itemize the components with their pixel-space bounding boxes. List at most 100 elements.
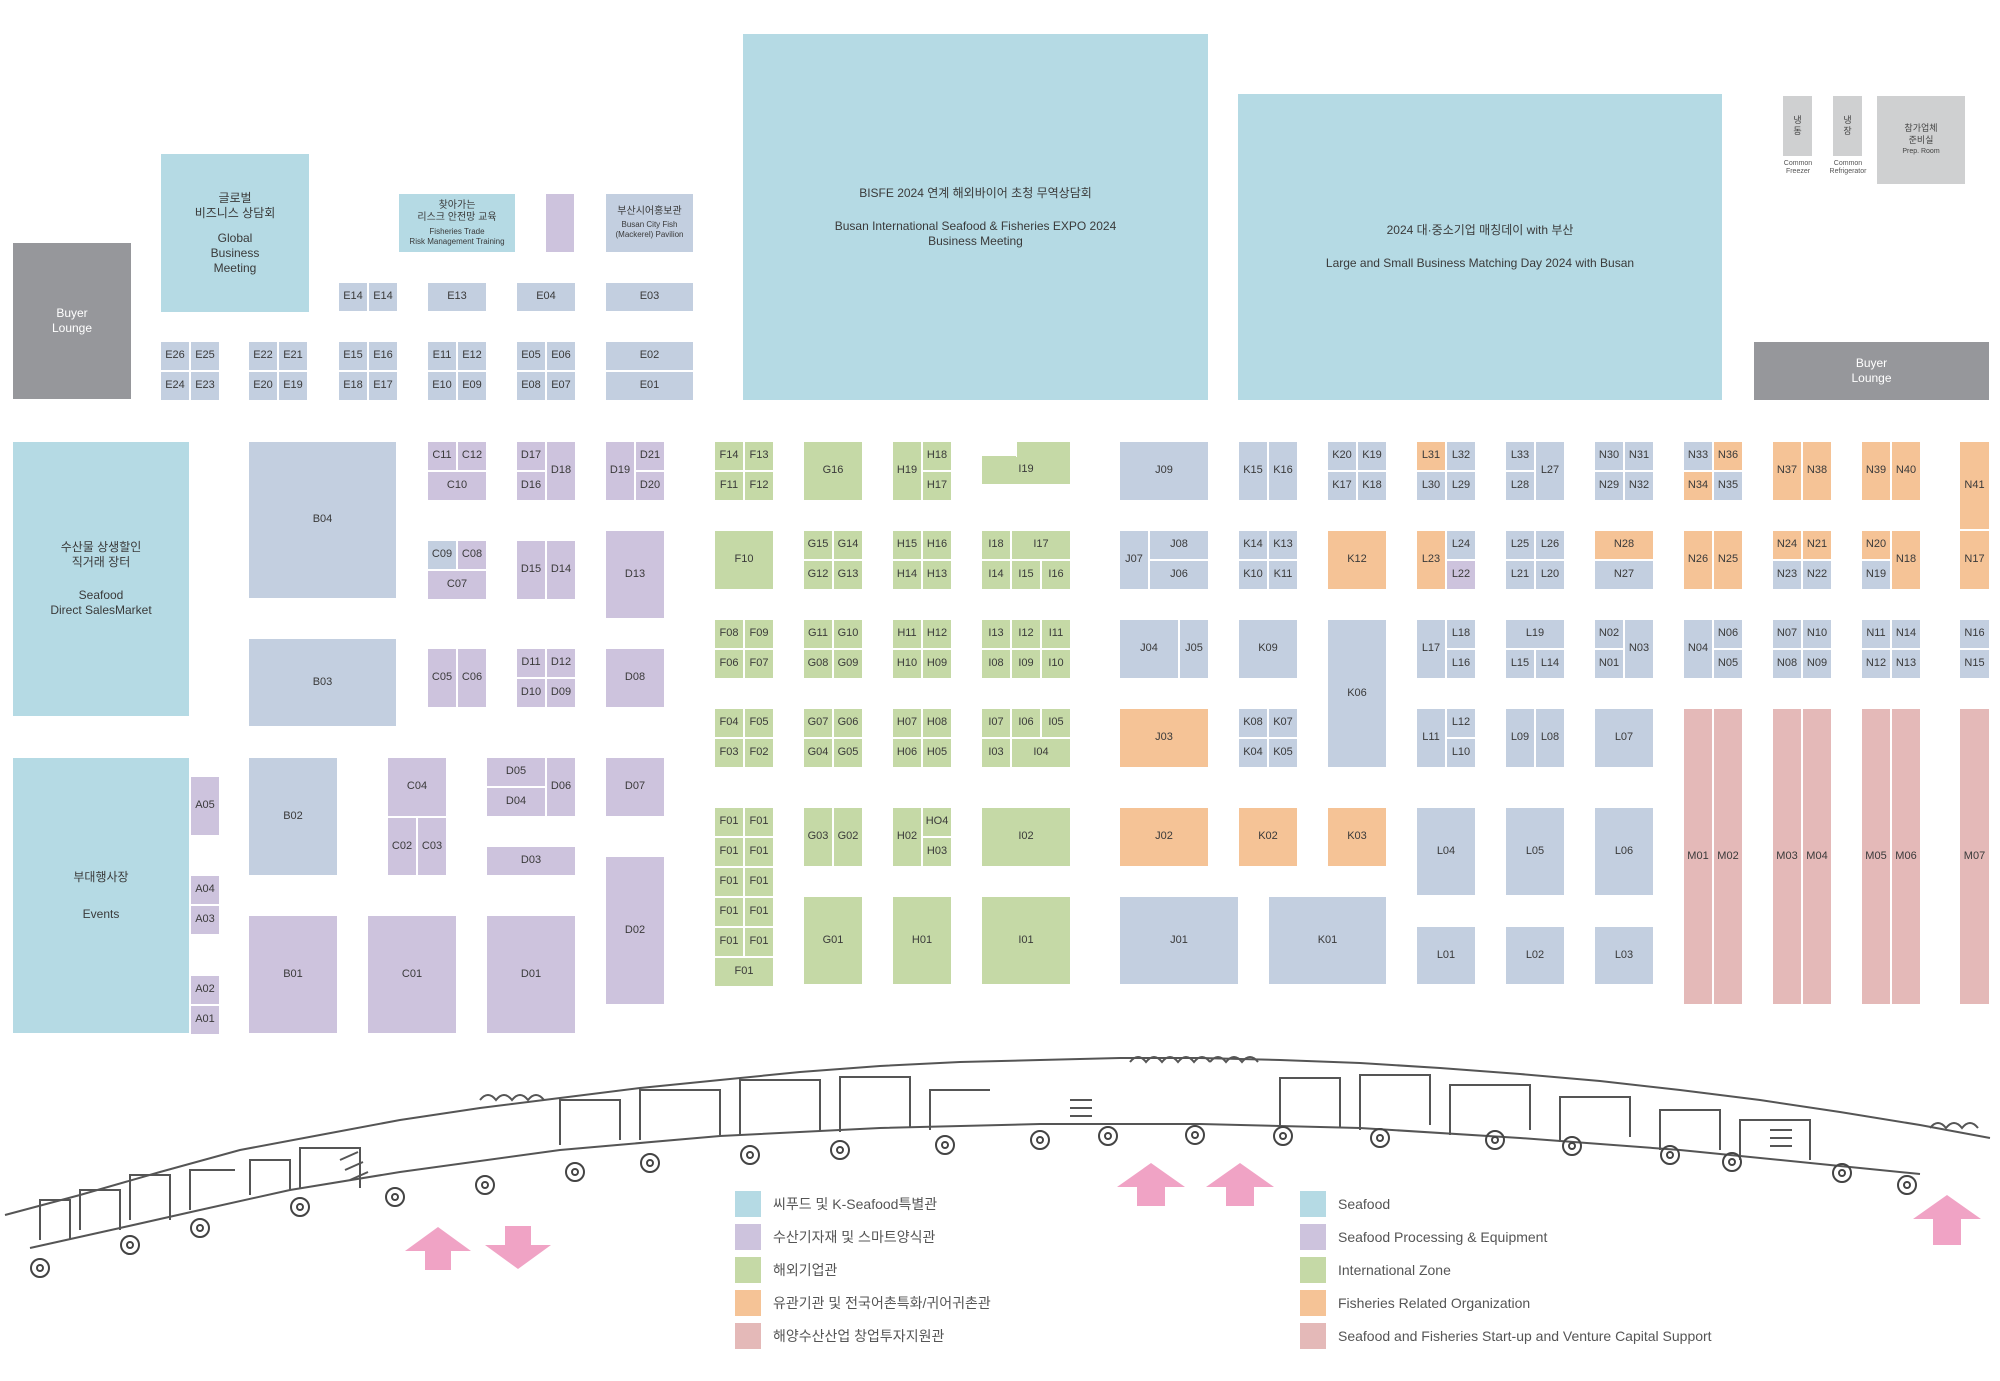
booth-E11[interactable]: E11 <box>427 341 457 371</box>
booth-D17[interactable]: D17 <box>516 441 546 471</box>
booth-N27[interactable]: N27 <box>1594 560 1654 590</box>
booth-N32[interactable]: N32 <box>1624 471 1654 501</box>
booth-F06[interactable]: F06 <box>714 649 744 679</box>
booth-H03[interactable]: H03 <box>922 837 952 867</box>
booth-G03[interactable]: G03 <box>803 807 833 867</box>
booth-L04[interactable]: L04 <box>1416 807 1476 896</box>
booth-L06[interactable]: L06 <box>1594 807 1654 896</box>
booth-K19[interactable]: K19 <box>1357 441 1387 471</box>
booth-N11[interactable]: N11 <box>1861 619 1891 649</box>
booth-N04[interactable]: N04 <box>1683 619 1713 679</box>
booth-B04[interactable]: B04 <box>248 441 397 599</box>
booth-D08[interactable]: D08 <box>605 648 665 708</box>
booth-K08[interactable]: K08 <box>1238 708 1268 738</box>
booth-E08[interactable]: E08 <box>516 371 546 401</box>
booth-N39[interactable]: N39 <box>1861 441 1891 501</box>
booth-H16[interactable]: H16 <box>922 530 952 560</box>
booth-H13[interactable]: H13 <box>922 560 952 590</box>
booth-F14[interactable]: F14 <box>714 441 744 471</box>
booth-E25[interactable]: E25 <box>190 341 220 371</box>
booth-L07[interactable]: L07 <box>1594 708 1654 768</box>
booth-C12[interactable]: C12 <box>457 441 487 471</box>
booth-N31[interactable]: N31 <box>1624 441 1654 471</box>
booth-D16[interactable]: D16 <box>516 471 546 501</box>
booth-C10[interactable]: C10 <box>427 471 487 501</box>
booth-I10[interactable]: I10 <box>1041 649 1071 679</box>
booth-C06[interactable]: C06 <box>457 648 487 708</box>
booth-L17[interactable]: L17 <box>1416 619 1446 679</box>
booth-E14-2[interactable]: E14 <box>368 282 398 312</box>
booth-G05[interactable]: G05 <box>833 738 863 768</box>
booth-M02[interactable]: M02 <box>1713 708 1743 1005</box>
booth-E12[interactable]: E12 <box>457 341 487 371</box>
booth-K09[interactable]: K09 <box>1238 619 1298 679</box>
booth-E17[interactable]: E17 <box>368 371 398 401</box>
booth-E22[interactable]: E22 <box>248 341 278 371</box>
booth-N19[interactable]: N19 <box>1861 560 1891 590</box>
booth-L24[interactable]: L24 <box>1446 530 1476 560</box>
booth-I17[interactable]: I17 <box>1011 530 1071 560</box>
booth-I12[interactable]: I12 <box>1011 619 1041 649</box>
booth-I14[interactable]: I14 <box>981 560 1011 590</box>
booth-N02[interactable]: N02 <box>1594 619 1624 649</box>
booth-L33[interactable]: L33 <box>1505 441 1535 471</box>
booth-K05[interactable]: K05 <box>1268 738 1298 768</box>
booth-N06[interactable]: N06 <box>1713 619 1743 649</box>
booth-G11[interactable]: G11 <box>803 619 833 649</box>
booth-N28[interactable]: N28 <box>1594 530 1654 560</box>
booth-K13[interactable]: K13 <box>1268 530 1298 560</box>
booth-D02[interactable]: D02 <box>605 856 665 1005</box>
booth-J04[interactable]: J04 <box>1119 619 1179 679</box>
booth-L02[interactable]: L02 <box>1505 926 1565 985</box>
booth-K14[interactable]: K14 <box>1238 530 1268 560</box>
booth-G15[interactable]: G15 <box>803 530 833 560</box>
booth-I18[interactable]: I18 <box>981 530 1011 560</box>
booth-L05[interactable]: L05 <box>1505 807 1565 896</box>
booth-K12[interactable]: K12 <box>1327 530 1387 590</box>
booth-L15[interactable]: L15 <box>1505 649 1535 679</box>
booth-E26[interactable]: E26 <box>160 341 190 371</box>
booth-E23[interactable]: E23 <box>190 371 220 401</box>
booth-F12[interactable]: F12 <box>744 471 774 501</box>
booth-C08[interactable]: C08 <box>457 540 487 570</box>
booth-D05[interactable]: D05 <box>486 757 546 787</box>
booth-G04[interactable]: G04 <box>803 738 833 768</box>
booth-E14[interactable]: E14 <box>338 282 368 312</box>
booth-G01[interactable]: G01 <box>803 896 863 985</box>
booth-L16[interactable]: L16 <box>1446 649 1476 679</box>
booth-L20[interactable]: L20 <box>1535 560 1565 590</box>
booth-M01[interactable]: M01 <box>1683 708 1713 1005</box>
booth-A04[interactable]: A04 <box>190 875 220 905</box>
booth-N36[interactable]: N36 <box>1713 441 1743 471</box>
booth-L32[interactable]: L32 <box>1446 441 1476 471</box>
booth-L11[interactable]: L11 <box>1416 708 1446 768</box>
booth-K11[interactable]: K11 <box>1268 560 1298 590</box>
booth-N29[interactable]: N29 <box>1594 471 1624 501</box>
booth-F01[interactable]: F01 <box>744 927 774 957</box>
booth-I03[interactable]: I03 <box>981 738 1011 768</box>
booth-N37[interactable]: N37 <box>1772 441 1802 501</box>
booth-A03[interactable]: A03 <box>190 905 220 935</box>
booth-K18[interactable]: K18 <box>1357 471 1387 501</box>
booth-E09[interactable]: E09 <box>457 371 487 401</box>
booth-L14[interactable]: L14 <box>1535 649 1565 679</box>
booth-B01[interactable]: B01 <box>248 915 338 1034</box>
booth-N05[interactable]: N05 <box>1713 649 1743 679</box>
booth-N38[interactable]: N38 <box>1802 441 1832 501</box>
booth-N33[interactable]: N33 <box>1683 441 1713 471</box>
booth-L01[interactable]: L01 <box>1416 926 1476 985</box>
booth-F01[interactable]: F01 <box>744 837 774 867</box>
booth-D18[interactable]: D18 <box>546 441 576 501</box>
booth-L18[interactable]: L18 <box>1446 619 1476 649</box>
booth-L25[interactable]: L25 <box>1505 530 1535 560</box>
booth-F01[interactable]: F01 <box>714 897 744 927</box>
booth-C04[interactable]: C04 <box>387 757 447 817</box>
booth-L30[interactable]: L30 <box>1416 471 1446 501</box>
booth-E03[interactable]: E03 <box>605 282 694 312</box>
booth-H02[interactable]: H02 <box>892 807 922 867</box>
booth-N41[interactable]: N41 <box>1959 441 1990 530</box>
booth-D03[interactable]: D03 <box>486 846 576 876</box>
